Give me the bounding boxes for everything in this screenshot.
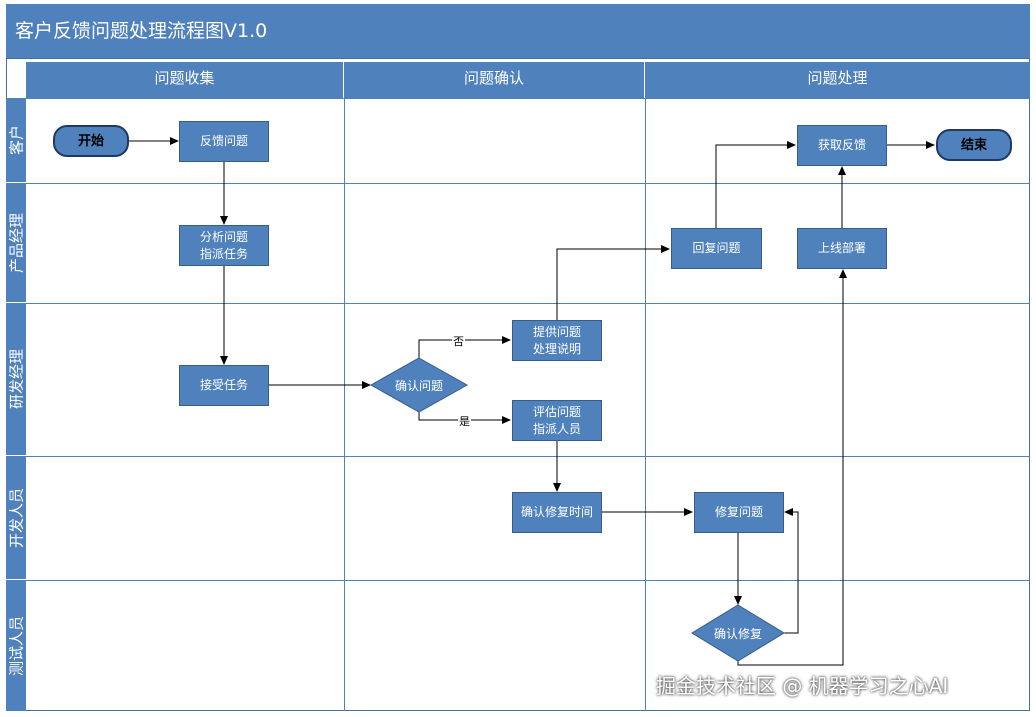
lane-header-developer: 开发人员 [6, 456, 26, 580]
node-start: 开始 [53, 125, 129, 157]
column-header-confirm: 问题确认 [344, 62, 645, 98]
grid-line [645, 98, 646, 711]
grid-line [26, 456, 1030, 457]
edge-confirm-explain [418, 336, 511, 358]
node-feedback: 反馈问题 [179, 121, 269, 162]
diagram-title: 客户反馈问题处理流程图V1.0 [6, 4, 1030, 58]
edge-explain-reply [556, 245, 670, 320]
lane-header-customer: 客户 [6, 98, 26, 183]
node-analyze: 分析问题 指派任务 [179, 225, 269, 266]
grid-line [26, 580, 1030, 581]
watermark: 掘金技术社区 @ 机器学习之心AI [656, 674, 949, 698]
node-deploy: 上线部署 [797, 228, 887, 269]
grid-line [344, 98, 345, 711]
swimlane-pool [6, 58, 1030, 711]
edge-label-yes: 是 [458, 413, 471, 429]
decision-confirm-shape [369, 357, 469, 413]
edge-label-no: 否 [452, 333, 465, 349]
column-header-handle: 问题处理 [645, 62, 1030, 98]
node-reply: 回复问题 [671, 228, 762, 269]
lane-header-dev-manager: 研发经理 [6, 303, 26, 456]
node-explain: 提供问题 处理说明 [512, 320, 602, 361]
node-confirmfix: 确认修复 [713, 626, 762, 641]
edge-reply-getfeedback [715, 141, 796, 228]
node-confirm: 确认问题 [394, 378, 443, 393]
column-header-collect: 问题收集 [26, 62, 344, 98]
edge-confirm-assess [418, 412, 511, 424]
decision-confirmfix-shape [691, 604, 785, 662]
node-end: 结束 [936, 129, 1012, 161]
grid-line [26, 183, 1030, 184]
edge-confirmfix-deploy [737, 269, 847, 666]
node-assess: 评估问题 指派人员 [512, 400, 602, 441]
lane-header-product-manager: 产品经理 [6, 183, 26, 303]
node-getfeedback: 获取反馈 [797, 125, 887, 166]
grid-line [26, 303, 1030, 304]
grid-line [26, 98, 1030, 99]
node-fixtime: 确认修复时间 [512, 492, 602, 533]
lane-header-tester: 测试人员 [6, 580, 26, 711]
node-accept: 接受任务 [179, 365, 269, 406]
node-fix: 修复问题 [694, 492, 784, 533]
edge-confirmfix-fix [784, 508, 799, 634]
